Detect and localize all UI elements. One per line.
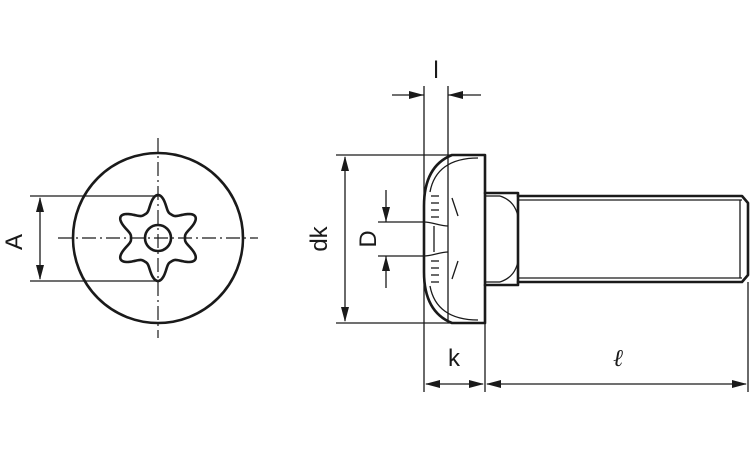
dimension-dk: dk bbox=[306, 154, 452, 324]
recess-detail bbox=[423, 160, 459, 320]
dimension-dk-arrow-bottom bbox=[341, 307, 349, 322]
pin-profile-bottom bbox=[423, 251, 449, 257]
dimension-D-arrow-bottom bbox=[382, 256, 390, 271]
dimension-l-arrow-right bbox=[448, 91, 463, 99]
dimension-D-arrow-top bbox=[382, 207, 390, 222]
dimension-D-label: D bbox=[355, 230, 382, 247]
six-lobe-pin-recess bbox=[118, 193, 198, 283]
dimension-l-arrow-left bbox=[409, 91, 424, 99]
side-view bbox=[422, 153, 750, 325]
head-inner-curve-bottom bbox=[429, 285, 479, 321]
dimension-l: l bbox=[392, 57, 481, 206]
head-inner-curve-top bbox=[429, 157, 479, 193]
dimension-k: k bbox=[423, 272, 486, 392]
dimension-dk-label: dk bbox=[306, 225, 333, 251]
dimension-D: D bbox=[355, 190, 424, 288]
dimension-A-arrow-bottom bbox=[36, 265, 44, 280]
dimension-dk-arrow-top bbox=[341, 156, 349, 171]
fillet-top bbox=[499, 195, 519, 217]
security-pin-circle bbox=[143, 223, 173, 253]
dimension-A-arrow-top bbox=[36, 197, 44, 212]
dimension-A: A bbox=[1, 195, 158, 282]
end-view bbox=[58, 138, 258, 338]
dimension-length-arrow-right bbox=[732, 380, 747, 388]
dimension-k-label: k bbox=[448, 345, 461, 372]
dimension-length-label: ℓ bbox=[613, 344, 623, 372]
recess-slant bbox=[451, 197, 459, 217]
pin-profile-top bbox=[423, 221, 449, 227]
head-outer-circle bbox=[71, 151, 245, 325]
dimension-length: ℓ bbox=[486, 282, 749, 392]
dimension-k-arrow-left bbox=[425, 380, 440, 388]
fillet-bottom bbox=[499, 261, 519, 283]
dimension-A-label: A bbox=[1, 234, 28, 250]
recess-slant bbox=[451, 260, 459, 280]
shank-outline bbox=[483, 191, 750, 287]
dimension-length-arrow-left bbox=[486, 380, 501, 388]
dimension-l-label: l bbox=[433, 57, 438, 84]
dimension-k-arrow-right bbox=[469, 380, 484, 388]
